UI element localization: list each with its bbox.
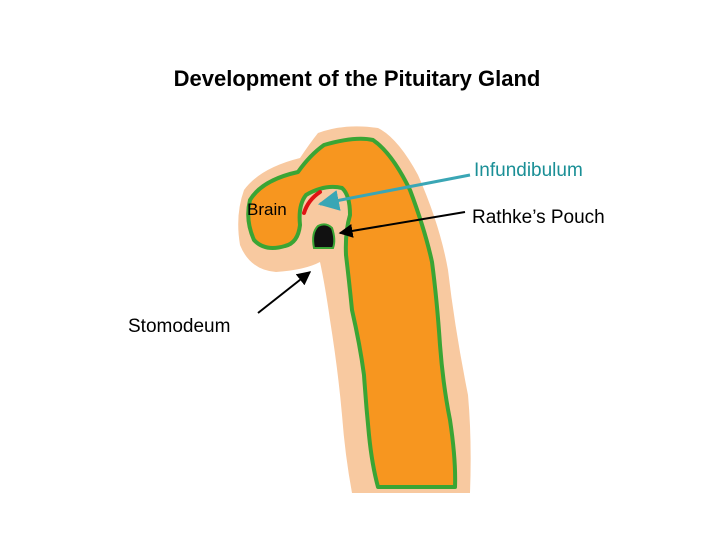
infundibulum-label: Infundibulum	[474, 160, 583, 181]
rathkes-pouch-arrow	[338, 211, 466, 238]
page-title: Development of the Pituitary Gland	[174, 66, 541, 91]
stomodeum-arrow	[257, 271, 312, 314]
inner-tissue-layer	[246, 136, 458, 489]
infundibulum-arrow	[317, 173, 471, 211]
rathkes-pouch-label: Rathke’s Pouch	[472, 207, 605, 228]
rathkes-pouch-shape	[312, 223, 336, 249]
stomodeum-label: Stomodeum	[128, 316, 230, 337]
brain-label: Brain	[247, 200, 287, 219]
